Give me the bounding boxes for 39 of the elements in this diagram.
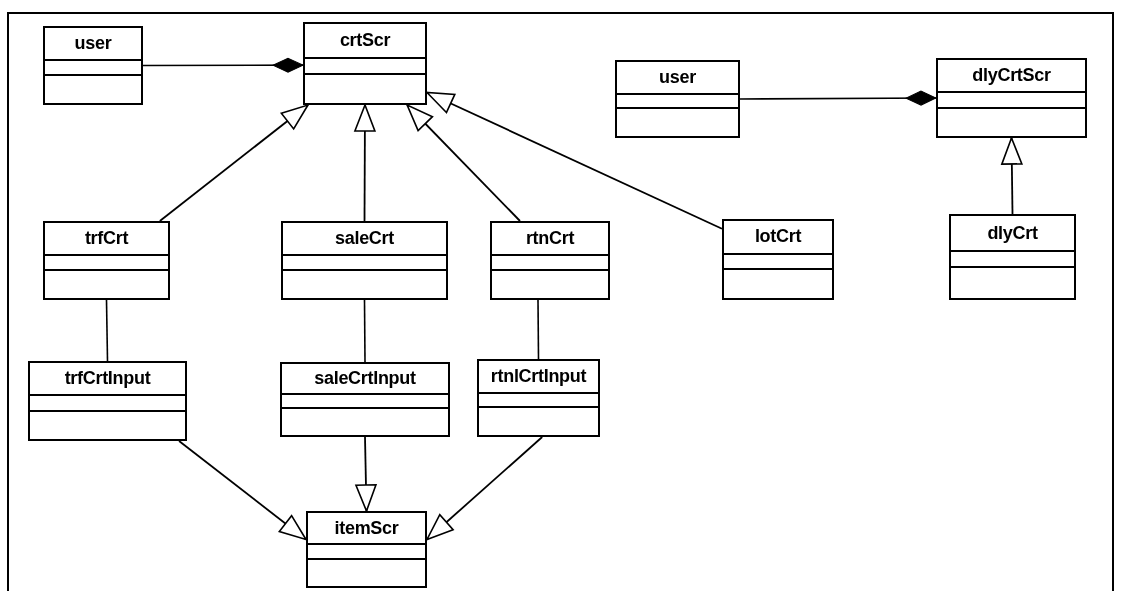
class-name: itemScr — [334, 517, 399, 539]
generalization-arrow — [178, 440, 307, 541]
class-box — [477, 359, 600, 437]
generalization-arrow — [158, 104, 309, 222]
class-box — [949, 214, 1076, 300]
association-line — [537, 299, 540, 360]
class-box — [280, 362, 450, 437]
generalization-arrow — [406, 104, 521, 222]
composition-connector — [739, 90, 937, 106]
class-box — [43, 221, 170, 300]
class-name: lotCrt — [754, 226, 802, 248]
association-line — [105, 299, 109, 362]
class-name: dlyCrt — [987, 222, 1038, 244]
generalization-arrow — [1001, 137, 1023, 215]
class-name: user — [659, 66, 696, 88]
generalization-arrow — [426, 91, 723, 230]
class-name: user — [74, 33, 112, 54]
class-box — [28, 361, 187, 441]
class-box — [490, 221, 610, 300]
association-line — [363, 299, 366, 363]
class-name: crtScr — [339, 29, 391, 51]
generalization-arrow — [355, 436, 377, 512]
class-name: saleCrt — [335, 228, 394, 249]
class-name: rtnlCrtInput — [490, 365, 587, 387]
class-box — [303, 22, 427, 105]
class-box — [615, 60, 740, 138]
generalization-arrow — [354, 104, 376, 222]
class-name: trfCrt — [84, 228, 129, 249]
class-name: trfCrtInput — [64, 368, 151, 390]
composition-connector — [142, 57, 304, 73]
class-name: saleCrtInput — [314, 368, 416, 390]
class-box — [281, 221, 448, 300]
class-box — [306, 511, 427, 588]
class-box — [936, 58, 1087, 138]
generalization-arrow — [426, 436, 544, 541]
class-box — [43, 26, 143, 105]
class-name: dlyCrtScr — [972, 65, 1051, 87]
class-name: rtnCrt — [525, 228, 575, 249]
class-box — [722, 219, 834, 300]
